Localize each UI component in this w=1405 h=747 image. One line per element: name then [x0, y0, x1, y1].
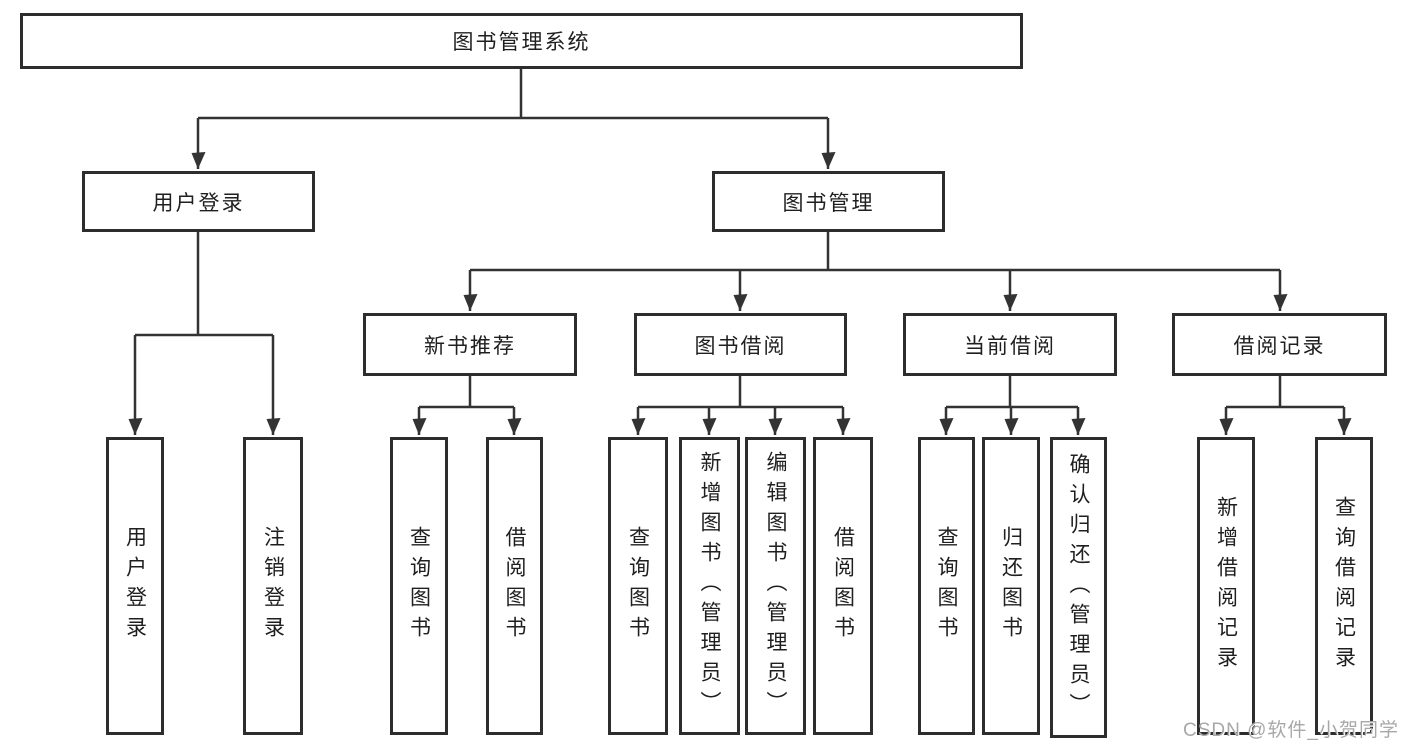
leaf-user-login-label: 用户登录 — [123, 526, 147, 646]
node-book-borrowing: 图书借阅 — [634, 313, 847, 376]
leaf-br-query-record-label: 查询借阅记录 — [1332, 496, 1356, 676]
leaf-br-add-record: 新增借阅记录 — [1197, 437, 1255, 735]
leaf-bb-add-books-admin: 新增图书（管理员） — [679, 437, 740, 735]
connector-book-mgmt-to-level3 — [463, 232, 1288, 311]
leaf-nbr-borrow-books: 借阅图书 — [486, 437, 543, 735]
leaf-bb-add-books-admin-label: 新增图书（管理员） — [698, 451, 721, 721]
leaf-logout-label: 注销登录 — [261, 526, 285, 646]
node-book-management: 图书管理 — [712, 171, 945, 232]
leaf-cb-query-books: 查询图书 — [918, 437, 975, 735]
leaf-cb-confirm-return-admin: 确认归还（管理员） — [1050, 437, 1107, 738]
leaf-nbr-query-books: 查询图书 — [390, 437, 448, 735]
leaf-nbr-query-books-label: 查询图书 — [407, 526, 431, 646]
leaf-br-add-record-label: 新增借阅记录 — [1214, 496, 1238, 676]
connector-book-borrow-children — [631, 376, 851, 435]
leaf-bb-query-books-label: 查询图书 — [626, 526, 650, 646]
node-user-login: 用户登录 — [82, 171, 315, 232]
node-borrowing-records: 借阅记录 — [1172, 313, 1387, 376]
leaf-cb-return-books: 归还图书 — [982, 437, 1040, 735]
connector-current-borrow-children — [939, 376, 1086, 435]
node-current-borrowing: 当前借阅 — [903, 313, 1117, 376]
leaf-bb-borrow-books-label: 借阅图书 — [831, 526, 855, 646]
leaf-user-login: 用户登录 — [106, 437, 164, 735]
leaf-cb-confirm-return-admin-label: 确认归还（管理员） — [1067, 452, 1090, 723]
leaf-bb-edit-books-admin-label: 编辑图书（管理员） — [764, 451, 787, 721]
csdn-watermark: CSDN @软件_小贺同学 — [1183, 720, 1399, 741]
leaf-br-query-record: 查询借阅记录 — [1315, 437, 1373, 735]
leaf-logout: 注销登录 — [243, 437, 303, 735]
node-new-book-recommendation: 新书推荐 — [363, 313, 577, 376]
leaf-bb-borrow-books: 借阅图书 — [813, 437, 873, 735]
connector-borrow-records-children — [1219, 376, 1352, 435]
leaf-nbr-borrow-books-label: 借阅图书 — [503, 526, 526, 646]
connector-new-book-rec-children — [412, 376, 522, 435]
leaf-bb-edit-books-admin: 编辑图书（管理员） — [745, 437, 806, 735]
leaf-cb-return-books-label: 归还图书 — [999, 526, 1023, 646]
node-library-management-system: 图书管理系统 — [20, 13, 1023, 69]
connector-root-to-level2 — [191, 69, 836, 169]
leaf-cb-query-books-label: 查询图书 — [935, 526, 958, 646]
connector-user-login-children — [128, 232, 281, 435]
leaf-bb-query-books: 查询图书 — [608, 437, 668, 735]
